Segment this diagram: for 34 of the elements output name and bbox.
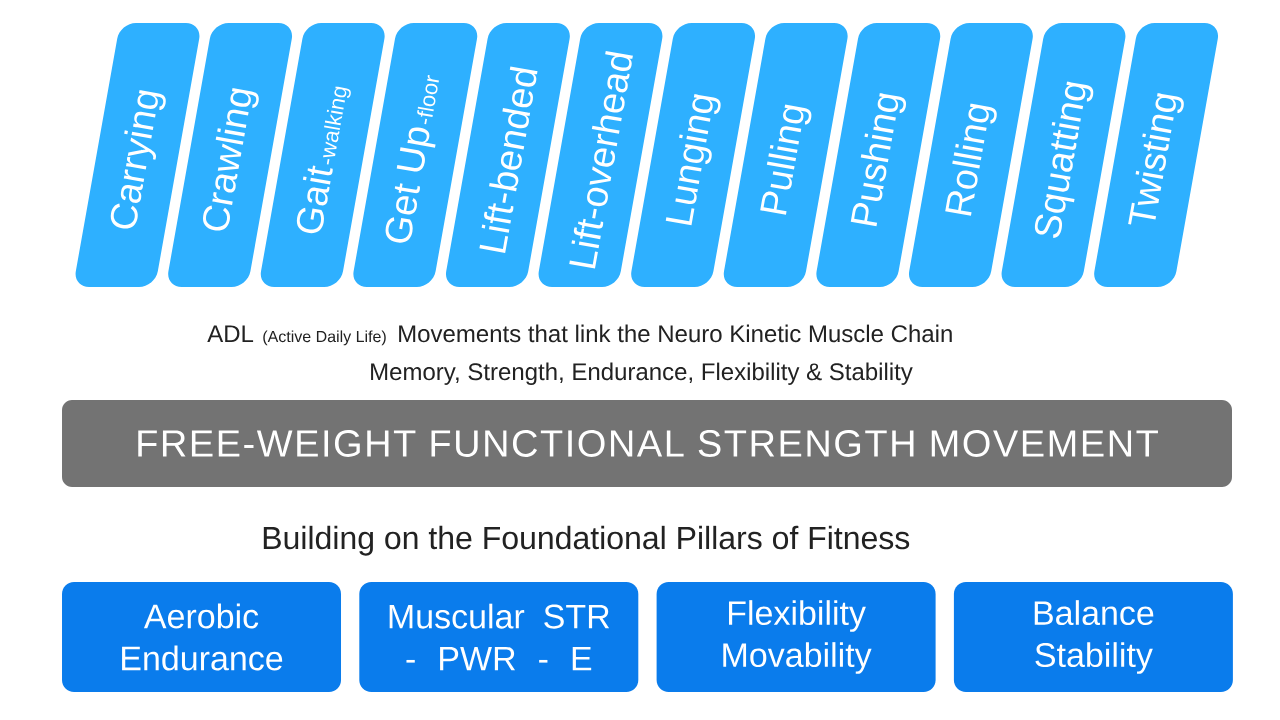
movement-tile: Pushing <box>816 23 941 287</box>
node-label: Twisting <box>1128 93 1184 225</box>
node-label: Pulling <box>760 104 812 215</box>
movement-tile: Gait -walking <box>260 23 385 287</box>
node-label: Crawling <box>202 87 259 231</box>
pillar-box: Balance Stability <box>953 582 1233 692</box>
heading-text: ADL <box>207 325 254 342</box>
node-label: -walking <box>323 86 351 165</box>
node-label: Squatting <box>1034 81 1094 238</box>
movement-tile: Squatting <box>1001 23 1126 287</box>
movement-tile: Pulling <box>723 23 848 287</box>
pillar-box: Flexibility Movability <box>656 582 936 692</box>
node-label: Get Up <box>385 127 436 243</box>
subtitle-text: Building on the Foundational Pillars of Fitness <box>263 525 910 556</box>
movement-tile: Rolling <box>909 23 1033 287</box>
movement-tile: Carrying <box>75 23 200 287</box>
node-label: Carrying <box>110 89 166 229</box>
pillar-box: Muscular STR - PWR - E <box>359 582 639 692</box>
node-label: Pushing <box>850 93 907 227</box>
node-label: Lift-overhead <box>569 50 633 269</box>
node-label: Lift-bended <box>479 66 538 253</box>
title-band: FREE-WEIGHT FUNCTIONAL STRENGTH MOVEMENT <box>62 400 1232 487</box>
node-label: Lunging <box>665 94 721 226</box>
heading-text: Movements that link the Neuro Kinetic Muscle Chain <box>399 324 952 343</box>
heading-note: (Active Daily Life) <box>263 330 386 346</box>
pillar-box: Aerobic Endurance <box>62 582 341 692</box>
movement-tile: Lift-bended <box>446 23 570 287</box>
movement-tile: Crawling <box>168 23 293 287</box>
movement-tile: Lift-overhead <box>538 23 663 287</box>
node-label: -floor <box>417 75 439 125</box>
movement-tile: Get Up-floor <box>353 23 478 287</box>
node-label: Rolling <box>945 103 997 216</box>
movement-tile: Twisting <box>1094 23 1219 287</box>
node-label: Gait <box>296 165 333 234</box>
